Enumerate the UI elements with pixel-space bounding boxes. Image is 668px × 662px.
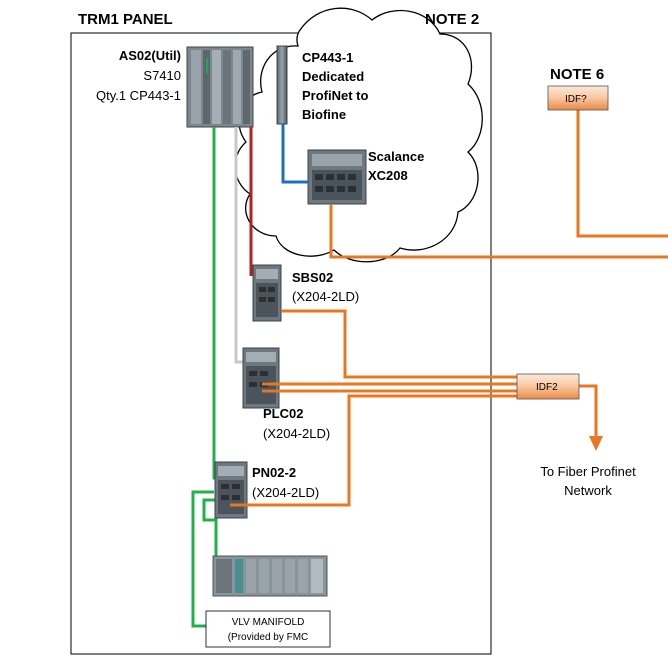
cp443-card [276,45,288,125]
green-link [212,127,218,480]
blue-link [281,124,308,184]
pn02-model: (X204-2LD) [252,485,319,500]
note6-label: NOTE 6 [550,66,604,83]
cp443-line1: CP443-1 [302,50,353,65]
fiber-arrow-head [589,436,603,451]
cp443-line2: Dedicated [302,69,364,84]
fiber-network-line1: To Fiber Profinet [540,464,636,479]
fiber-scalance-to-idf [329,204,668,259]
io-rack [212,555,328,597]
sbs02-switch [252,264,282,322]
green-link-manifold [191,490,214,628]
vlv-manifold-box [205,610,331,648]
vlv-line1: VLV MANIFOLD [232,617,305,628]
as02-model: S7410 [143,68,181,83]
idf2-box [516,373,580,400]
plc02-model: (X204-2LD) [263,426,330,441]
as02-name: AS02(Util) [119,48,181,63]
gray-link [234,127,245,364]
idf2-label: IDF2 [536,382,558,393]
sbs02-model: (X204-2LD) [292,289,359,304]
scalance-switch [307,149,367,205]
as02-qty: Qty.1 CP443-1 [96,88,181,103]
trm1-panel-box [70,32,492,655]
fiber-pn02-idf2 [230,394,517,507]
pn02-switch [214,461,248,519]
note2-cloud [234,7,483,263]
fiber-network-line2: Network [564,483,612,498]
note2-label: NOTE 2 [425,11,479,28]
as02-rack [186,46,254,128]
idf-unknown-box [547,85,609,111]
plc02-switch [242,347,280,409]
panel-title: TRM1 PANEL [78,11,173,28]
plc02-name: PLC02 [263,406,303,421]
scalance-model: XC208 [368,168,408,183]
cp443-line3: ProfiNet to [302,88,369,103]
green-link-rack [202,498,218,556]
idf-unknown-label: IDF? [565,94,587,105]
fiber-idf-note6 [576,100,668,238]
cp443-line4: Biofine [302,107,346,122]
vlv-line2: (Provided by FMC [228,632,309,643]
sbs02-name: SBS02 [292,270,333,285]
pn02-name: PN02-2 [252,465,296,480]
fiber-sbs02-idf2 [281,309,517,379]
fiber-idf2-to-network [579,384,598,438]
scalance-name: Scalance [368,149,424,164]
